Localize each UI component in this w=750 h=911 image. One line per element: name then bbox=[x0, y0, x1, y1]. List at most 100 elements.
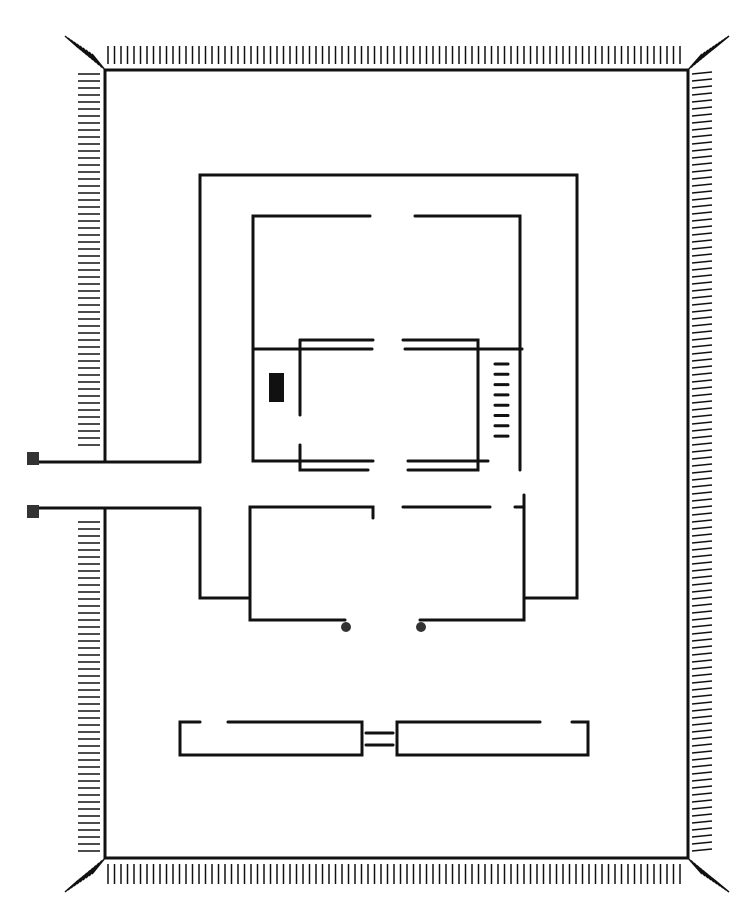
hatch-tick bbox=[691, 792, 713, 796]
hatch-tick bbox=[691, 596, 713, 600]
hatch-tick bbox=[691, 113, 713, 117]
hatch-tick bbox=[691, 225, 713, 229]
hatch-tick bbox=[691, 400, 713, 404]
hatch-tick bbox=[691, 414, 713, 418]
hatch-tick bbox=[691, 589, 713, 593]
hatch-tick bbox=[691, 99, 713, 103]
hatch-tick bbox=[691, 85, 713, 89]
hatch-tick bbox=[691, 491, 713, 495]
hatch-tick bbox=[691, 421, 713, 425]
hatch-tick bbox=[691, 757, 713, 761]
hatch-tick bbox=[691, 582, 713, 586]
hatch-tick bbox=[691, 148, 713, 152]
hatch-tick bbox=[691, 204, 713, 208]
hatch-tick bbox=[691, 841, 713, 845]
hatch-tick bbox=[691, 575, 713, 579]
hatch-tick bbox=[691, 428, 713, 432]
hatch-tick bbox=[691, 246, 713, 250]
hatch-tick bbox=[691, 687, 713, 691]
hatch-tick bbox=[691, 505, 713, 509]
hatch-tick bbox=[691, 435, 713, 439]
hatch-tick bbox=[691, 484, 713, 488]
hatch-tick bbox=[691, 561, 713, 565]
hatch-tick bbox=[691, 848, 713, 852]
hatch-tick bbox=[691, 764, 713, 768]
hatch-tick bbox=[88, 51, 103, 68]
hatch-tick bbox=[691, 785, 713, 789]
hatch-tick bbox=[691, 176, 713, 180]
hatch-tick bbox=[691, 127, 713, 131]
staircase bbox=[493, 362, 510, 438]
south-long-buildings bbox=[178, 720, 590, 757]
hatch-tick bbox=[714, 35, 730, 49]
hatch-tick bbox=[691, 659, 713, 663]
hatch-tick bbox=[691, 568, 713, 572]
hatch-tick bbox=[64, 879, 79, 893]
hatch-tick bbox=[691, 708, 713, 712]
hatch-tick bbox=[691, 729, 713, 733]
hatch-tick bbox=[691, 799, 713, 803]
hatch-tick bbox=[691, 680, 713, 684]
hatch-tick bbox=[691, 190, 713, 194]
hatch-tick bbox=[691, 806, 713, 810]
hatch-tick bbox=[691, 358, 713, 362]
hatch-tick bbox=[691, 673, 713, 677]
hatch-tick bbox=[691, 155, 713, 159]
hatch-tick bbox=[691, 743, 713, 747]
hatch-tick bbox=[714, 879, 730, 893]
hatch-tick bbox=[691, 512, 713, 516]
hatch-tick bbox=[691, 372, 713, 376]
altar-block bbox=[269, 373, 284, 402]
hatch-tick bbox=[691, 736, 713, 740]
entrance-passage bbox=[27, 452, 202, 518]
hatch-tick bbox=[691, 477, 713, 481]
hatch-tick bbox=[691, 106, 713, 110]
hatch-tick bbox=[691, 330, 713, 334]
hatch-tick bbox=[691, 813, 713, 817]
hatch-tick bbox=[691, 456, 713, 460]
hatch-tick bbox=[691, 365, 713, 369]
hatch-tick bbox=[691, 232, 713, 236]
door-post-icon bbox=[416, 622, 426, 632]
hatch-tick bbox=[691, 323, 713, 327]
hatch-tick bbox=[691, 449, 713, 453]
hatch-tick bbox=[691, 771, 713, 775]
hatch-tick bbox=[691, 162, 713, 166]
hatch-tick bbox=[691, 281, 713, 285]
rampart-hatching bbox=[64, 35, 730, 893]
hatch-tick bbox=[691, 554, 713, 558]
hatch-tick bbox=[691, 92, 713, 96]
hatch-tick bbox=[691, 722, 713, 726]
hatch-tick bbox=[691, 211, 713, 215]
hatch-tick bbox=[691, 288, 713, 292]
hatch-tick bbox=[691, 302, 713, 306]
hatch-tick bbox=[691, 344, 713, 348]
hatch-tick bbox=[691, 533, 713, 537]
hatch-tick bbox=[91, 857, 106, 875]
hatch-tick bbox=[691, 603, 713, 607]
hatch-tick bbox=[691, 624, 713, 628]
hatch-tick bbox=[691, 442, 713, 446]
hatch-tick bbox=[691, 827, 713, 831]
hatch-tick bbox=[691, 218, 713, 222]
hatch-tick bbox=[691, 526, 713, 530]
door-post-icon bbox=[341, 622, 351, 632]
hatch-tick bbox=[691, 316, 713, 320]
hatch-tick bbox=[691, 701, 713, 705]
hatch-tick bbox=[691, 652, 713, 656]
hatch-tick bbox=[691, 253, 713, 257]
hatch-tick bbox=[691, 309, 713, 313]
hatch-tick bbox=[691, 267, 713, 271]
hatch-tick bbox=[691, 386, 713, 390]
hatch-tick bbox=[691, 295, 713, 299]
hatch-tick bbox=[64, 35, 79, 49]
hatch-tick bbox=[691, 463, 713, 467]
hatch-tick bbox=[691, 519, 713, 523]
hatch-tick bbox=[691, 498, 713, 502]
hatch-tick bbox=[691, 169, 713, 173]
hatch-tick bbox=[691, 260, 713, 264]
hatch-tick bbox=[691, 540, 713, 544]
hatch-tick bbox=[691, 715, 713, 719]
hatch-tick bbox=[691, 120, 713, 124]
